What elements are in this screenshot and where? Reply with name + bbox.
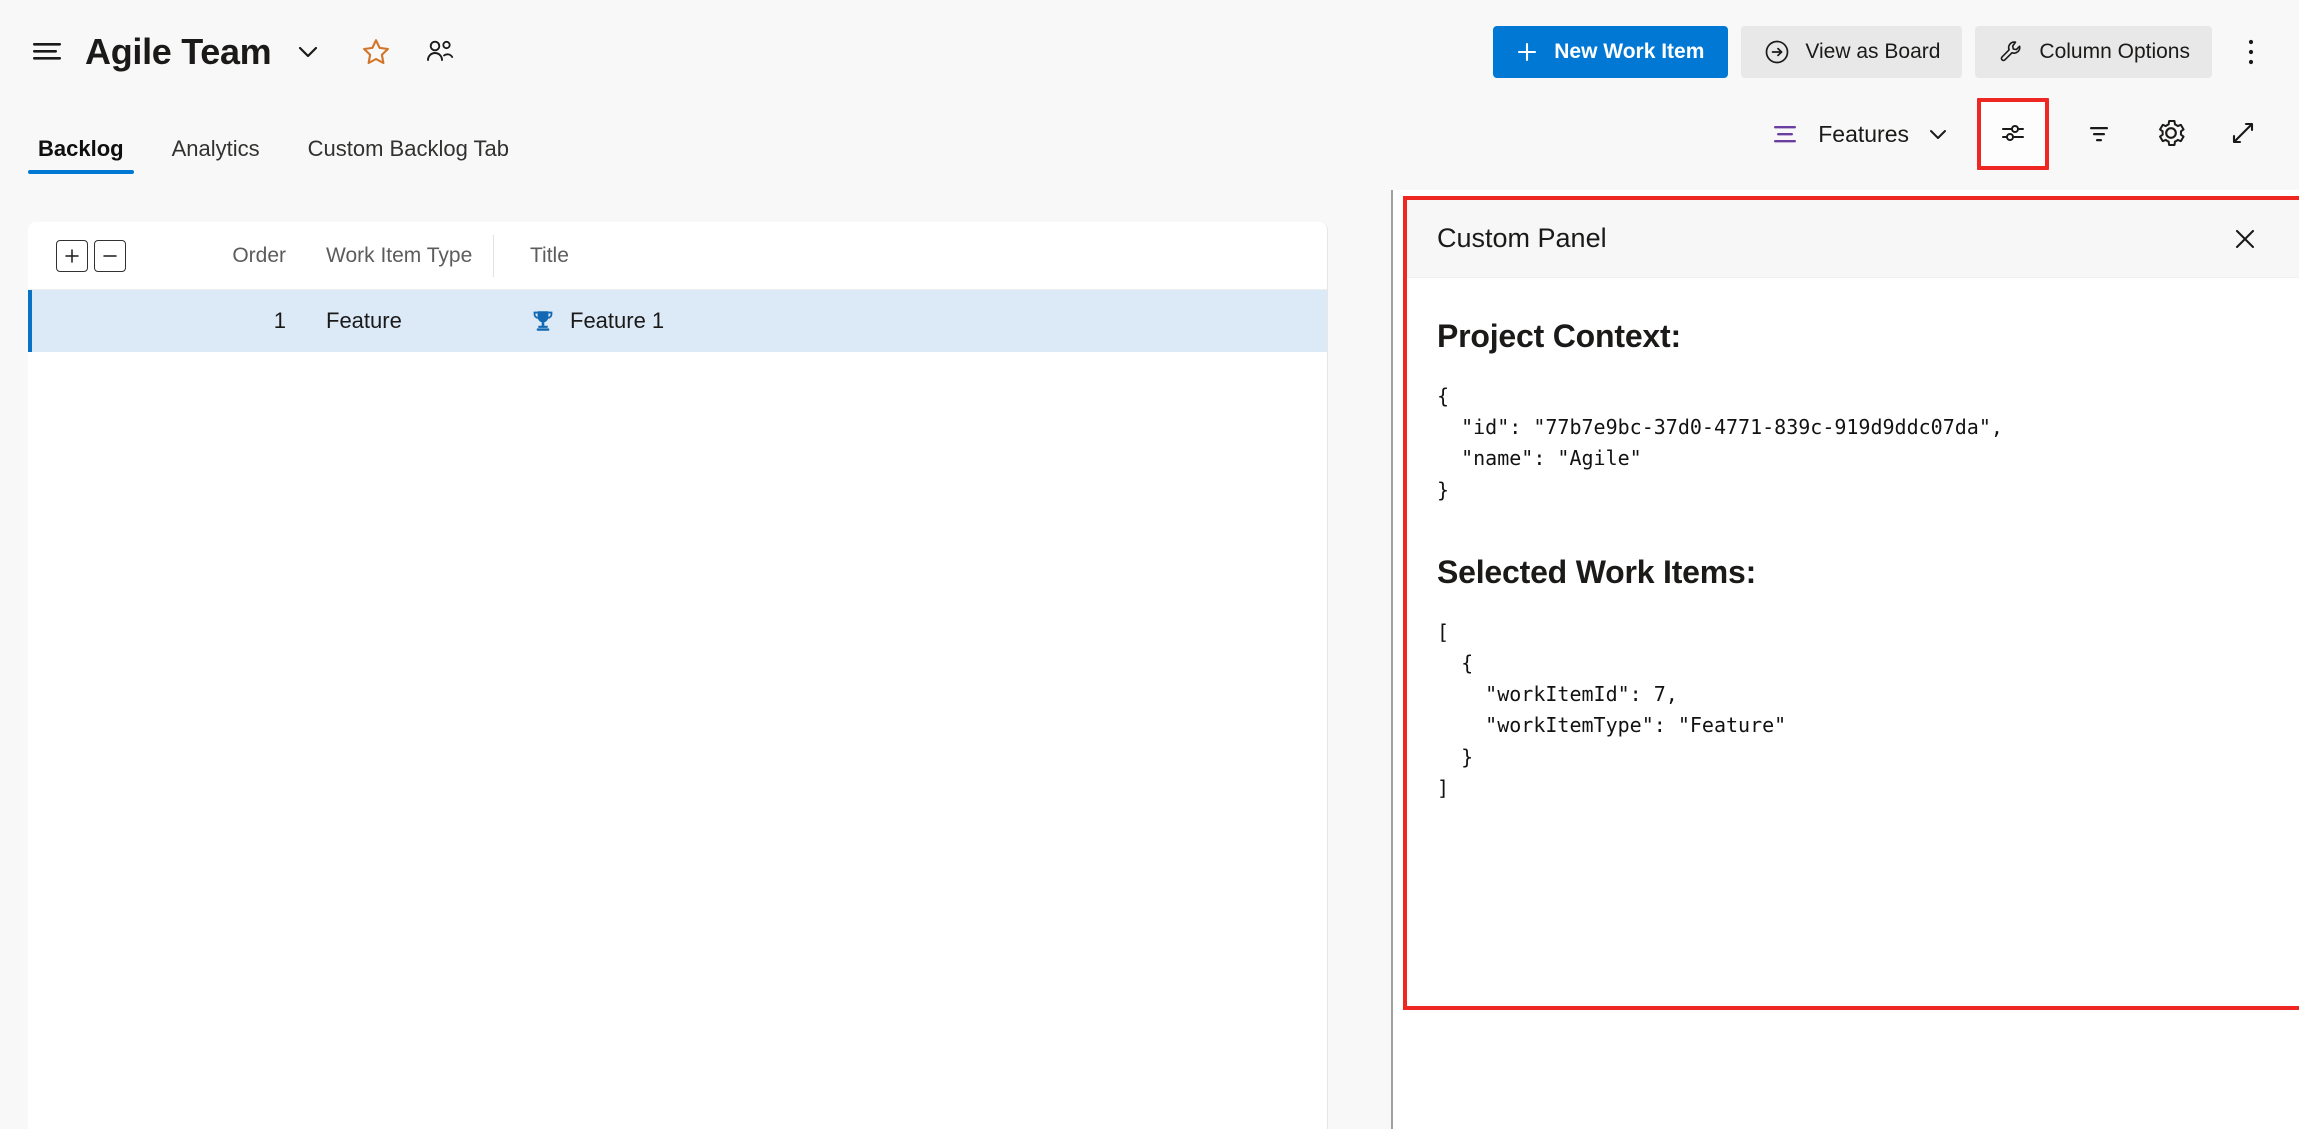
star-icon[interactable] (357, 33, 395, 71)
panel-zone: Custom Panel Project Context: { "id": "7… (1393, 190, 2299, 1129)
app-header: Agile Team (0, 0, 2299, 104)
filter-icon (2083, 117, 2115, 152)
panel-body: Project Context: { "id": "77b7e9bc-37d0-… (1407, 278, 2299, 1005)
view-as-board-button[interactable]: View as Board (1741, 26, 1963, 78)
table-row[interactable]: 1 Feature Feature 1 (28, 290, 1327, 352)
table-header-row: Order Work Item Type Title (28, 222, 1327, 290)
panel-title: Custom Panel (1437, 223, 1607, 253)
expand-diagonal-icon (2227, 117, 2259, 152)
close-icon[interactable] (2217, 211, 2273, 267)
column-header-title[interactable]: Title (530, 243, 569, 267)
project-context-json: { "id": "77b7e9bc-37d0-4771-839c-919d9dd… (1437, 384, 2003, 502)
arrow-circle-right-icon (1763, 38, 1791, 66)
view-options-button[interactable] (1977, 98, 2049, 170)
gear-icon (2155, 117, 2187, 152)
fullscreen-button[interactable] (2215, 106, 2271, 162)
plus-icon (1515, 40, 1539, 64)
backlog-levels-icon (1767, 115, 1805, 153)
filter-button[interactable] (2071, 106, 2127, 162)
wrench-icon (1997, 38, 2025, 66)
panel-header: Custom Panel (1407, 200, 2299, 278)
view-as-board-label: View as Board (1805, 40, 1941, 63)
sliders-settings-icon (1996, 116, 2030, 153)
selected-work-items-json: [ { "workItemId": 7, "workItemType": "Fe… (1437, 619, 1787, 800)
selected-work-items-heading: Selected Work Items: (1437, 553, 1757, 590)
panel-splitter[interactable] (1391, 190, 1393, 1129)
kebab-menu-icon[interactable] (2225, 26, 2277, 78)
tab-backlog[interactable]: Backlog (28, 136, 134, 180)
cell-title: Feature 1 (494, 308, 1327, 334)
column-options-button[interactable]: Column Options (1975, 26, 2212, 78)
cell-work-item-type: Feature (326, 308, 402, 333)
expand-collapse-group (56, 239, 132, 272)
trophy-icon (530, 308, 556, 334)
expand-all-button[interactable] (56, 239, 88, 272)
hamburger-icon[interactable] (25, 30, 69, 74)
cell-title-text: Feature 1 (570, 308, 665, 333)
collapse-all-button[interactable] (94, 239, 126, 272)
new-work-item-button[interactable]: New Work Item (1493, 26, 1729, 78)
people-icon[interactable] (421, 33, 459, 71)
backlog-level-selector[interactable]: Features (1818, 120, 1909, 147)
backlog-table: Order Work Item Type Title 1 Feature (28, 222, 1328, 1129)
tab-custom-backlog-tab[interactable]: Custom Backlog Tab (307, 136, 510, 161)
column-header-order[interactable]: Order (232, 243, 286, 267)
tab-list: Backlog Analytics Custom Backlog Tab (28, 104, 547, 180)
tab-bar: Backlog Analytics Custom Backlog Tab Fea… (0, 98, 2299, 180)
column-header-work-item-type[interactable]: Work Item Type (304, 234, 494, 277)
cell-order: 1 (273, 308, 286, 333)
settings-button[interactable] (2143, 106, 2199, 162)
chevron-down-icon[interactable] (291, 35, 325, 69)
tab-analytics[interactable]: Analytics (171, 136, 260, 161)
custom-panel: Custom Panel Project Context: { "id": "7… (1403, 196, 2299, 1010)
project-context-heading: Project Context: (1437, 318, 1681, 354)
new-work-item-label: New Work Item (1554, 40, 1705, 63)
backlog-toolbar: Features (1767, 98, 2271, 180)
chevron-down-icon[interactable] (1923, 119, 1953, 149)
page-title[interactable]: Agile Team (85, 31, 272, 72)
column-options-label: Column Options (2039, 40, 2190, 63)
